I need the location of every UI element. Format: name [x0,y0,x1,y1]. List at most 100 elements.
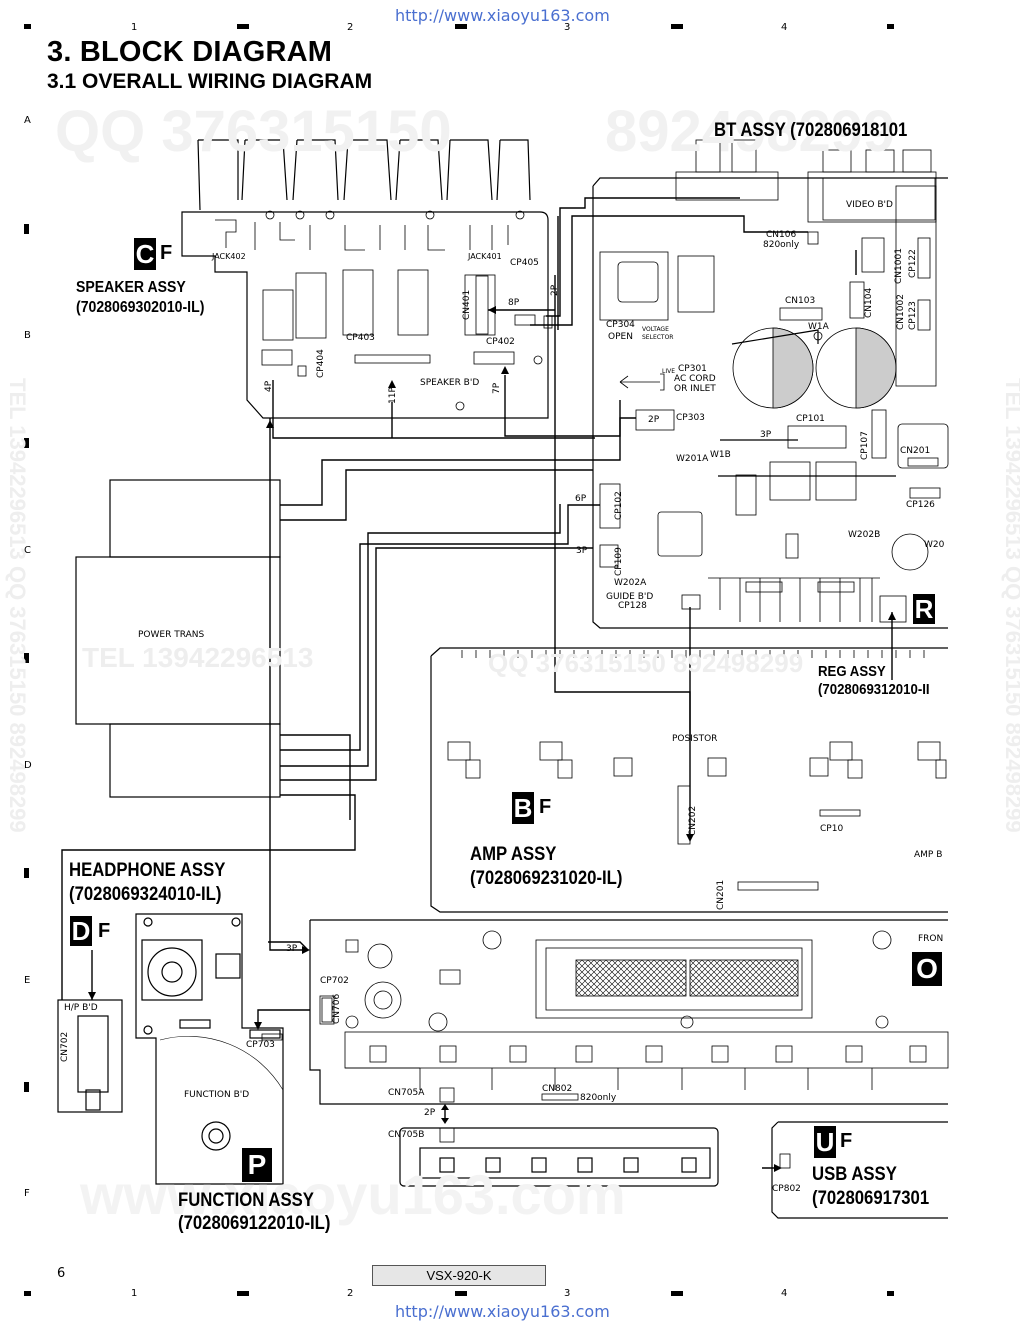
pin-2p-speaker-label: 2P [550,284,560,296]
speaker-badge: C [134,238,156,270]
w202a-label: W202A [614,578,647,588]
amp-board-outline [430,647,948,913]
function-assy-name: FUNCTION ASSY [178,1190,314,1211]
jack401-label: JACK401 [468,252,502,261]
cn802-label: CN802 [542,1084,573,1094]
selector-label: SELECTOR [642,334,674,341]
front-panel-outline [309,919,948,1105]
watermark-tel: TEL 13942296513 [82,642,314,673]
speaker-board-label: SPEAKER B'D [420,378,480,388]
voltage-label: VOLTAGE [642,326,669,333]
cp123-label: CP123 [908,301,918,330]
live-label: LIVE [662,368,676,375]
cn106-label: CN106 [766,230,797,240]
cp107-label: CP107 [860,431,870,460]
cn201-top-label: CN201 [900,446,931,456]
w202b-label: W202B [848,530,881,540]
section-title: 3.1 OVERALL WIRING DIAGRAM [47,70,373,93]
ruler-col-1-bottom: 1 [131,1288,138,1299]
source-url-top[interactable]: http://www.xiaoyu163.com [395,6,610,25]
headphone-assy-name: HEADPHONE ASSY [69,860,226,881]
cp122-label: CP122 [908,249,918,278]
cn104-label: CN104 [864,287,874,318]
cn103-label: CN103 [785,296,816,306]
arrow-heads [88,306,896,1172]
amp-board-label: AMP B [914,850,943,860]
front-label: FRON [918,934,944,944]
w1a-label: W1A [808,322,829,332]
pin-3p-cp109-label: 3P [576,546,588,556]
amp-badge-suffix: F [539,796,552,818]
model-label: VSX-920-K [372,1265,546,1286]
usb-board-outline [771,1121,948,1219]
cp101-label: CP101 [796,414,825,424]
cp402-label: CP402 [486,337,515,347]
harness-lines [61,197,893,1169]
or-inlet-label: OR INLET [674,384,716,394]
reg-assy-name: REG ASSY [818,663,886,680]
ruler-row-a: A [24,115,31,126]
cn1001-label: CN1001 [894,248,904,284]
w-wire-bt [718,329,896,477]
cn1002-label: CN1002 [896,294,906,330]
cp102-label: CP102 [614,491,624,520]
cp303-label: CP303 [676,413,705,423]
ruler-col-3-bottom: 3 [564,1288,571,1299]
source-url-bottom[interactable]: http://www.xiaoyu163.com [395,1302,610,1321]
ruler-row-d: D [24,760,32,771]
ac-cord-label: AC CORD [674,374,716,384]
speaker-assy-code: (7028069302010-IL) [76,299,205,316]
pin-2p-bt-label: 2P [648,415,660,425]
usb-assy-name: USB ASSY [812,1164,897,1185]
speaker-board-outline [181,211,549,419]
only820-bt-label: 820only [763,240,800,250]
cp405-label: CP405 [510,258,539,268]
ruler-row-b: B [24,330,31,341]
watermark-mid: QQ 376315150 892498299 [488,648,804,678]
reg-assy-code: (7028069312010-II [818,681,930,698]
function-assy-code: (7028069122010-IL) [178,1213,331,1234]
speaker-terminals [197,139,531,211]
cn401-label: CN401 [462,289,472,320]
amp-badge: B [512,792,534,824]
pin-8p-label: 8P [508,298,520,308]
cp403-label: CP403 [346,333,375,343]
pin-2p-front-label: 2P [424,1108,436,1118]
power-trans-label: POWER TRANS [138,630,205,640]
w1b-label: W1B [710,450,731,460]
cp128-label: CP128 [618,601,647,611]
function-board-label: FUNCTION B'D [184,1090,250,1100]
guide-board-label: GUIDE B'D [606,592,654,602]
pin-7p-label: 7P [492,382,502,394]
reg-badge: R [913,594,935,624]
amp-details [447,650,947,891]
cp109-label: CP109 [614,547,624,576]
cp126-label: CP126 [906,500,935,510]
speaker-board-details [215,210,553,411]
open-label: OPEN [608,332,633,342]
pin-3p-front-label: 3P [286,944,298,954]
pin-6p-label: 6P [575,494,587,504]
headphone-board [57,999,123,1113]
front-details [319,930,949,1143]
watermark-side-right: TEL 13942296513 QQ 376315150 892498299 [1001,378,1020,833]
cn706-label: CN706 [332,993,342,1024]
function-board [135,913,284,1185]
usb-badge-suffix: F [840,1130,853,1152]
function-badge: P [242,1148,272,1182]
ruler-row-c: C [24,545,31,556]
w20-label: W20 [924,540,945,550]
watermark-qq: QQ 376315150 [55,99,452,164]
ruler-marks [24,24,894,1296]
ruler-col-3-top: 3 [564,22,571,33]
pin-11p-label: 11P [388,387,398,404]
cp802-label: CP802 [772,1184,801,1194]
misc-connectors [261,939,359,1041]
page-title: 3. BLOCK DIAGRAM [47,36,333,68]
cp404-label: CP404 [316,349,326,378]
headphone-assy-code: (7028069324010-IL) [69,884,222,905]
posistor-label: POSISTOR [672,734,718,744]
power-trans-shape [75,479,281,798]
hp-board-label: H/P B'D [64,1003,98,1013]
front-badge: O [912,952,942,986]
